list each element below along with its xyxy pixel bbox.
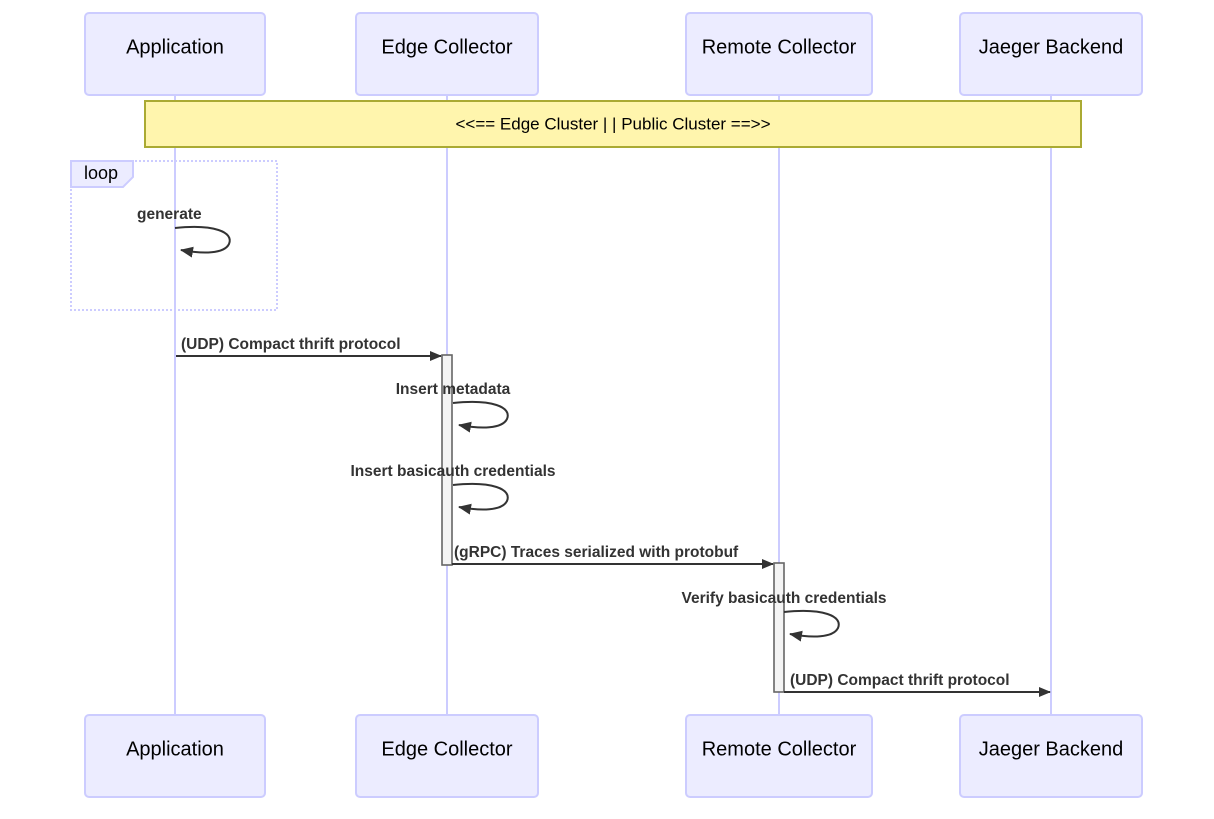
actor-top-application-label: Application <box>126 36 224 58</box>
actor-top-jaeger-backend-box[interactable] <box>959 12 1143 96</box>
actor-top-remote-collector[interactable]: Remote Collector <box>685 12 873 96</box>
actor-top-application-box[interactable] <box>84 12 266 96</box>
actor-bottom-remote-collector[interactable]: Remote Collector <box>685 714 873 798</box>
message-generate: generate <box>137 206 231 258</box>
actor-bottom-jaeger-backend-label: Jaeger Backend <box>979 738 1124 760</box>
activations <box>441 354 785 693</box>
message-grpc-traces-protobuf-label: (gRPC) Traces serialized with protobuf <box>454 544 739 561</box>
message-udp-compact-thrift-edge-label: (UDP) Compact thrift protocol <box>181 336 401 353</box>
lifelines <box>174 95 1052 715</box>
actor-bottom-application[interactable]: Application <box>84 714 266 798</box>
message-udp-compact-thrift-jaeger-label: (UDP) Compact thrift protocol <box>790 672 1010 689</box>
cluster-divider-note: <<== Edge Cluster | | Public Cluster ==>… <box>144 100 1082 148</box>
actor-bottom-application-label: Application <box>126 738 224 760</box>
message-insert-basicauth-self-arrow <box>452 483 509 515</box>
actor-top-remote-collector-box[interactable] <box>685 12 873 96</box>
actor-top-jaeger-backend[interactable]: Jaeger Backend <box>959 12 1143 96</box>
message-verify-basicauth-label: Verify basicauth credentials <box>681 590 886 607</box>
message-udp-compact-thrift-edge: (UDP) Compact thrift protocol <box>176 336 442 361</box>
message-verify-basicauth: Verify basicauth credentials <box>681 590 887 642</box>
note-rect <box>144 100 1082 148</box>
loop-fragment-label: loop <box>84 163 118 183</box>
actor-bottom-jaeger-backend[interactable]: Jaeger Backend <box>959 714 1143 798</box>
message-verify-basicauth-self-arrow <box>783 610 840 642</box>
message-insert-metadata-self-arrow <box>452 401 509 433</box>
loop-fragment-tab <box>70 160 134 188</box>
actor-bottom-edge-collector-box[interactable] <box>355 714 539 798</box>
message-insert-basicauth: Insert basicauth credentials <box>350 463 556 515</box>
loop-fragment: loop <box>70 160 278 311</box>
actor-bottom-edge-collector-label: Edge Collector <box>381 738 513 760</box>
actor-top-edge-collector-label: Edge Collector <box>381 36 513 58</box>
actor-bottom-edge-collector[interactable]: Edge Collector <box>355 714 539 798</box>
actor-boxes-bottom: Application Edge Collector Remote Collec… <box>84 714 1143 798</box>
actor-boxes-top: Application Edge Collector Remote Collec… <box>84 12 1143 96</box>
message-insert-metadata-label: Insert metadata <box>396 381 511 398</box>
actor-bottom-remote-collector-label: Remote Collector <box>702 738 857 760</box>
message-insert-basicauth-label: Insert basicauth credentials <box>350 463 555 480</box>
activation-edge-collector <box>441 354 453 566</box>
message-generate-self-arrow <box>174 226 231 258</box>
actor-top-application[interactable]: Application <box>84 12 266 96</box>
actor-bottom-application-box[interactable] <box>84 714 266 798</box>
actor-top-edge-collector-box[interactable] <box>355 12 539 96</box>
message-generate-label: generate <box>137 206 202 223</box>
actor-bottom-remote-collector-box[interactable] <box>685 714 873 798</box>
actor-bottom-jaeger-backend-box[interactable] <box>959 714 1143 798</box>
message-insert-metadata: Insert metadata <box>396 381 511 433</box>
activation-remote-collector <box>773 562 785 693</box>
message-udp-compact-thrift-jaeger: (UDP) Compact thrift protocol <box>784 672 1051 697</box>
actor-top-remote-collector-label: Remote Collector <box>702 36 857 58</box>
actor-top-edge-collector[interactable]: Edge Collector <box>355 12 539 96</box>
actor-top-jaeger-backend-label: Jaeger Backend <box>979 36 1124 58</box>
messages: generate (UDP) Compact thrift protocol I… <box>137 206 1051 697</box>
loop-fragment-box <box>70 160 278 311</box>
message-grpc-traces-protobuf: (gRPC) Traces serialized with protobuf <box>452 544 774 569</box>
note-text: <<== Edge Cluster | | Public Cluster ==>… <box>455 114 770 133</box>
